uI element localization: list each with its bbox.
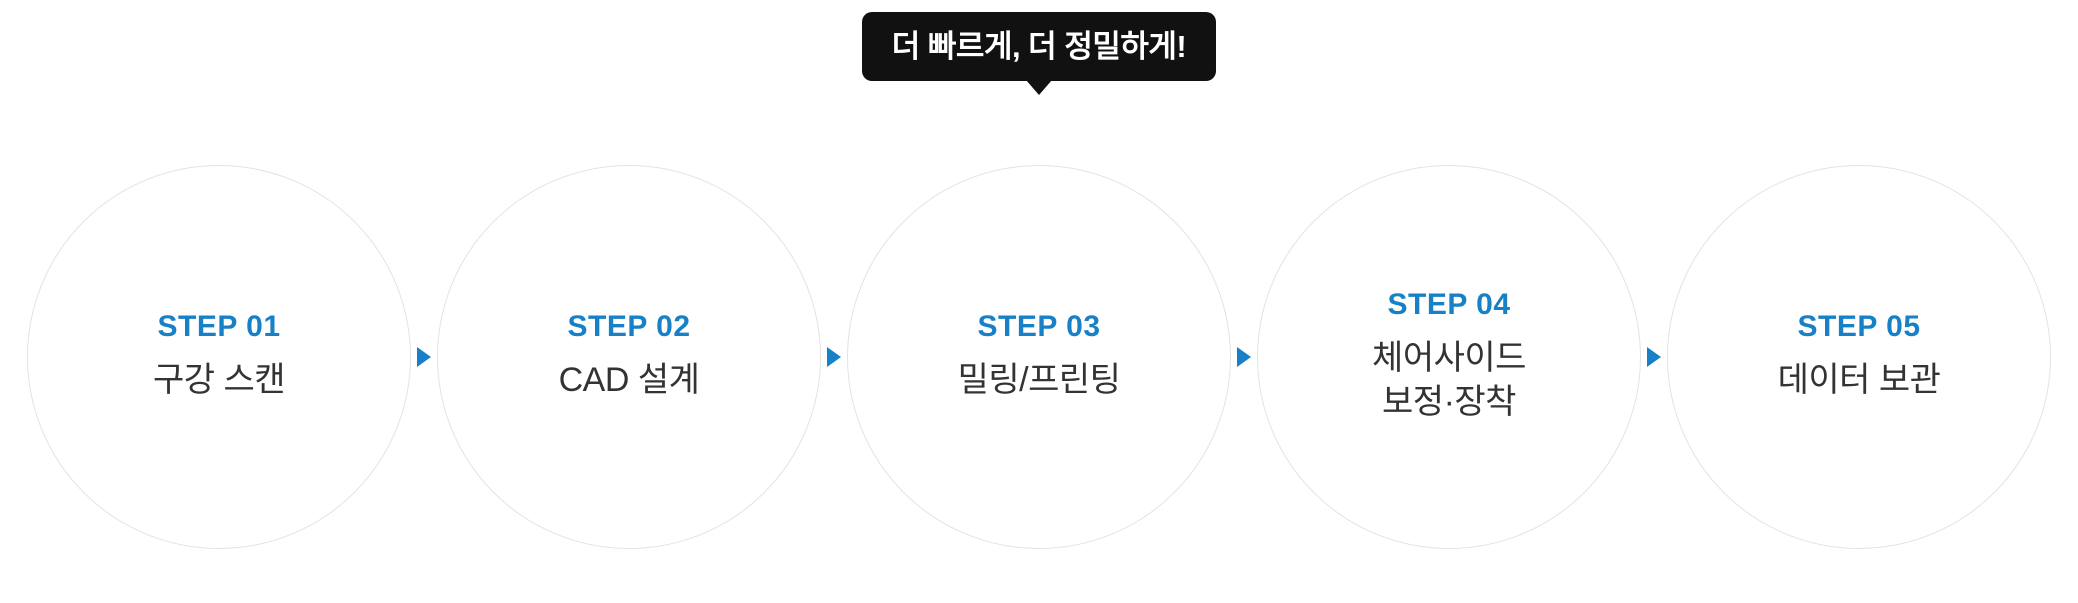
arrow-right-icon [417,347,431,367]
step-title: 밀링/프린팅 [957,360,1121,399]
step-label: STEP 05 [1797,309,1921,343]
step-circle-3: STEP 03 밀링/프린팅 [847,165,1231,549]
process-flow: STEP 01 구강 스캔 STEP 02 CAD 설계 STEP 03 밀링/… [27,165,2051,549]
step-title: 구강 스캔 [152,360,286,399]
highlight-badge: 더 빠르게, 더 정밀하게! [861,12,1217,81]
step-title: 데이터 보관 [1777,360,1941,399]
arrow-right-icon [827,347,841,367]
step-label: STEP 03 [977,309,1101,343]
step-label: STEP 04 [1387,287,1511,321]
step-circle-5: STEP 05 데이터 보관 [1667,165,2051,549]
step-title: 체어사이드 보정·장착 [1372,338,1526,421]
step-circle-4: STEP 04 체어사이드 보정·장착 [1257,165,1641,549]
arrow-right-icon [1237,347,1251,367]
step-circle-2: STEP 02 CAD 설계 [437,165,821,549]
step-label: STEP 02 [567,309,691,343]
speech-tail-icon [1026,80,1052,95]
step-title: CAD 설계 [558,360,700,399]
step-circle-1: STEP 01 구강 스캔 [27,165,411,549]
arrow-right-icon [1647,347,1661,367]
step-label: STEP 01 [157,309,281,343]
